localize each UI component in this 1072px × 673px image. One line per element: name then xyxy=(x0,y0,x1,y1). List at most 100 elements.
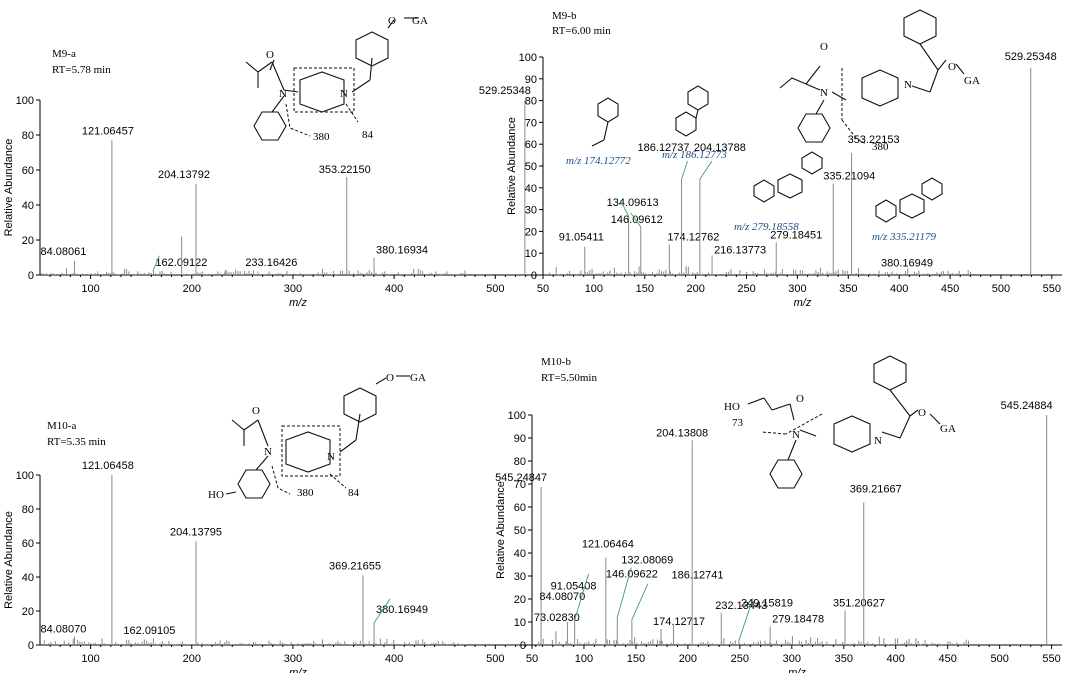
structure-m10-b xyxy=(747,355,941,489)
peak-label: 380.16949 xyxy=(376,604,428,616)
y-tick-label: 80 xyxy=(514,456,526,468)
peak-label: 545.24847 xyxy=(495,472,547,484)
peak-label: 233.16426 xyxy=(245,257,297,269)
x-tick-label: 300 xyxy=(284,653,302,665)
y-tick-label: 80 xyxy=(22,504,34,516)
y-tick-label: 40 xyxy=(22,200,34,212)
peak-label: 351.20627 xyxy=(833,598,885,610)
y-tick-label: 60 xyxy=(514,502,526,514)
x-tick-label: 100 xyxy=(81,283,99,295)
fragment-annotation: 380 xyxy=(297,487,314,499)
structure-atom-label: N xyxy=(904,79,912,91)
peak-label: 121.06457 xyxy=(82,125,134,137)
peak-label: 529.25348 xyxy=(479,85,531,97)
x-tick-label: 250 xyxy=(737,283,755,295)
structure-atom-label: GA xyxy=(964,75,980,87)
peak-label: 353.22150 xyxy=(319,164,371,176)
fragment-annotation: 380 xyxy=(313,131,330,143)
y-tick-label: 40 xyxy=(22,572,34,584)
y-tick-label: 80 xyxy=(525,96,537,108)
x-tick-label: 250 xyxy=(731,653,749,665)
leader-line xyxy=(738,598,754,641)
y-tick-label: 60 xyxy=(525,139,537,151)
y-tick-label: 100 xyxy=(508,410,526,422)
y-tick-label: 10 xyxy=(525,248,537,260)
x-tick-label: 550 xyxy=(1043,283,1061,295)
y-axis-label: Relative Abundance xyxy=(3,139,15,237)
peak-label: 121.06464 xyxy=(582,539,634,551)
peak-label: 232.13443 xyxy=(715,600,767,612)
peak-label: 91.05411 xyxy=(559,232,604,244)
x-axis-label: m/z xyxy=(289,667,307,673)
y-tick-label: 70 xyxy=(525,117,537,129)
structure-atom-label: N xyxy=(874,435,882,447)
x-axis-label: m/z xyxy=(788,667,806,673)
peak-label: 249.15819 xyxy=(741,597,793,609)
x-tick-label: 450 xyxy=(939,653,957,665)
y-tick-label: 100 xyxy=(16,95,34,107)
y-tick-label: 50 xyxy=(514,525,526,537)
fragment-annotation: 84 xyxy=(348,487,360,499)
y-tick-label: 40 xyxy=(514,548,526,560)
structure-atom-label: N xyxy=(279,88,287,100)
structure-atom-label: O xyxy=(918,407,926,419)
peak-label: 186.12737 xyxy=(638,142,690,154)
x-tick-label: 350 xyxy=(835,653,853,665)
peak-label: 91.05408 xyxy=(551,581,597,593)
peak-label: 174.12717 xyxy=(653,616,705,628)
x-tick-label: 500 xyxy=(992,283,1010,295)
peak-label: 84.08070 xyxy=(40,624,86,636)
peak-label: 216.13773 xyxy=(714,244,766,256)
y-tick-label: 20 xyxy=(22,606,34,618)
y-tick-label: 40 xyxy=(525,183,537,195)
structure-atom-label: GA xyxy=(412,15,428,27)
leader-line xyxy=(574,573,590,620)
fragment-label: m/z 174.12772 xyxy=(566,155,631,167)
leader-line xyxy=(631,583,649,620)
panel-title: M10-b xyxy=(541,356,571,368)
retention-time: RT=5.50min xyxy=(541,372,597,384)
y-axis-label: Relative Abundance xyxy=(495,481,507,579)
fragment-annotation: 73 xyxy=(732,417,744,429)
y-tick-label: 20 xyxy=(525,226,537,238)
x-tick-label: 500 xyxy=(486,653,504,665)
structure-atom-label: N xyxy=(792,429,800,441)
x-tick-label: 500 xyxy=(990,653,1008,665)
y-tick-label: 10 xyxy=(514,617,526,629)
peak-label: 279.18478 xyxy=(772,614,824,626)
x-tick-label: 400 xyxy=(385,653,403,665)
x-tick-label: 300 xyxy=(788,283,806,295)
peak-label: 162.09105 xyxy=(123,625,175,637)
leader-line xyxy=(152,255,160,270)
leader-line xyxy=(616,567,632,618)
panel-title: M10-a xyxy=(47,420,76,432)
structure-atom-label: GA xyxy=(410,372,426,384)
peak-label: 369.21655 xyxy=(329,560,381,572)
peak-label: 335.21094 xyxy=(823,170,875,182)
peak-label: 146.09612 xyxy=(611,214,663,226)
x-tick-label: 400 xyxy=(890,283,908,295)
leader-line xyxy=(373,598,391,624)
peak-label: 186.12741 xyxy=(671,569,723,581)
peak-label: 204.13792 xyxy=(158,169,210,181)
x-tick-label: 150 xyxy=(636,283,654,295)
x-tick-label: 50 xyxy=(526,653,538,665)
structure-atom-label: O xyxy=(388,15,396,27)
x-tick-label: 300 xyxy=(284,283,302,295)
y-tick-label: 90 xyxy=(525,74,537,86)
y-tick-label: 30 xyxy=(525,205,537,217)
x-tick-label: 100 xyxy=(585,283,603,295)
leader-line xyxy=(630,212,642,228)
structure-atom-label: O xyxy=(820,41,828,53)
y-tick-label: 60 xyxy=(22,538,34,550)
peak-label: 84.08070 xyxy=(539,591,585,603)
y-tick-label: 0 xyxy=(520,640,526,652)
fragment-annotation: 380 xyxy=(872,141,889,153)
x-tick-label: 400 xyxy=(887,653,905,665)
x-tick-label: 100 xyxy=(575,653,593,665)
leader-line xyxy=(620,199,629,217)
peak-label: 380.16949 xyxy=(881,258,933,270)
y-tick-label: 0 xyxy=(28,270,34,282)
x-tick-label: 100 xyxy=(81,653,99,665)
